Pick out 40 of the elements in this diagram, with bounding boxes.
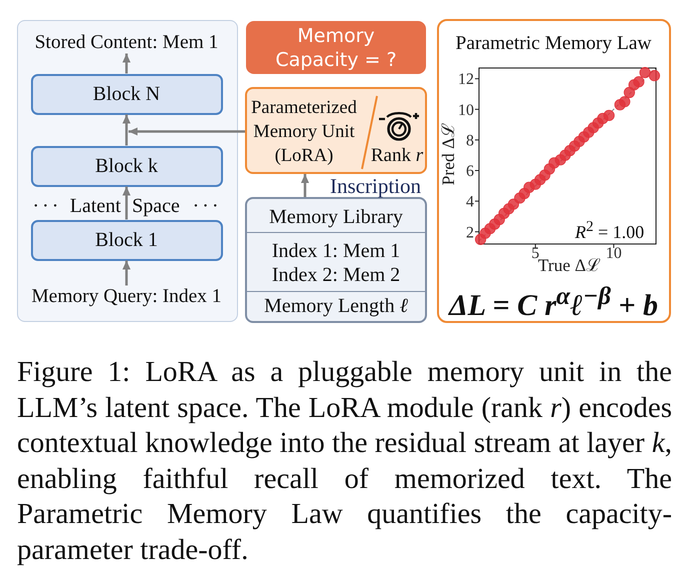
- tick-label: 2: [466, 224, 474, 242]
- library-title: Memory Library: [269, 206, 403, 228]
- arrow: [128, 127, 245, 136]
- region-label: Latent Space: [70, 195, 180, 217]
- arrow: [300, 174, 310, 197]
- capacity-banner: Memory Capacity = ?: [246, 21, 426, 74]
- tick-label: 6: [466, 163, 474, 180]
- arrow: [122, 260, 131, 286]
- arrow: [122, 54, 131, 74]
- transformer-block: Block 1: [30, 220, 222, 260]
- law-panel: [437, 19, 671, 323]
- ellipsis: ···: [192, 195, 222, 217]
- memory-unit-box: [245, 87, 427, 174]
- axis-title: True Δℒ: [538, 255, 602, 275]
- tick-label: 5: [531, 245, 540, 262]
- chart-title: Parametric Memory Law: [456, 33, 652, 55]
- output-label: Stored Content: Mem 1: [34, 32, 218, 54]
- library-entry: Index 1: Mem 1: [272, 240, 400, 262]
- memory-library-box: [245, 197, 427, 323]
- library-entry: Index 2: Mem 2: [272, 264, 400, 286]
- figure-caption: Figure 1: LoRA as a pluggable memory unit in the LLM’s latent space. The LoRA module (rank r) encodes contextual knowledge into the residual stream at layer k, enabling faithful recall of memorized text. The Parametric Memory Law quantifies the capacity-parameter trade-off.: [17, 355, 672, 568]
- tick-label: 8: [466, 132, 474, 150]
- unit-label: Parameterized Memory Unit (LoRA): [251, 97, 357, 168]
- fit-annotation: R$^{2}$ = 1.00: [575, 218, 644, 242]
- length-label: Memory Length ℓ: [264, 295, 408, 317]
- tick-label: 10: [458, 102, 474, 119]
- law-formula: ΔL = C r$^{α}$ℓ$^{−β}$ + b: [448, 282, 658, 322]
- transformer-block: Block N: [30, 74, 222, 114]
- transformer-block: Block k: [30, 146, 222, 186]
- llm-panel: [17, 20, 238, 322]
- arrow: [122, 114, 131, 146]
- edge-label: Inscription: [330, 174, 421, 196]
- tick-label: 10: [606, 245, 622, 262]
- rank-label: Rank r: [370, 145, 424, 167]
- arrow: [122, 186, 131, 220]
- ellipsis: ···: [32, 195, 62, 217]
- query-label: Memory Query: Index 1: [31, 286, 222, 308]
- tick-label: 12: [458, 71, 474, 88]
- axis-title: Pred Δℒ: [439, 122, 458, 186]
- tick-label: 4: [466, 194, 474, 211]
